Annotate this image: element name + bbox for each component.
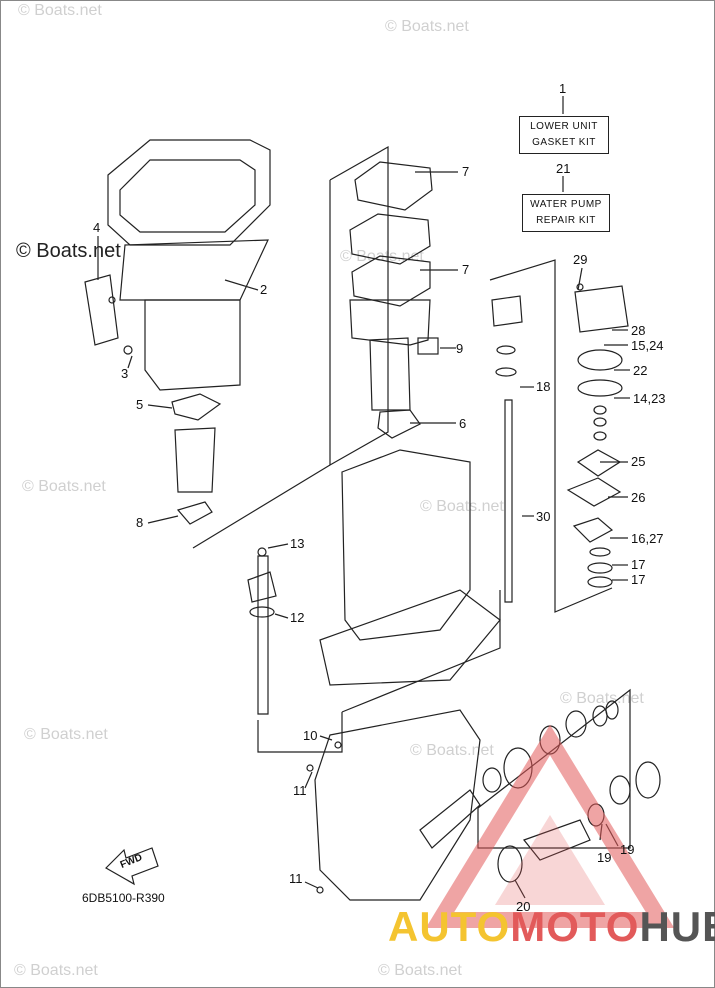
watermark: © Boats.net [378,962,462,979]
callout: 3 [121,366,129,381]
automotohub-logo-icon [425,724,675,928]
watermark: © Boats.net [24,726,108,743]
callout: 20 [516,899,531,914]
callout: 18 [536,379,551,394]
watermark-main: © Boats.net [16,240,121,262]
callout: 5 [136,397,144,412]
callout: 8 [136,515,144,530]
watermark: © Boats.net [410,742,494,759]
callout: 6 [459,416,467,431]
callout: 7 [462,262,470,277]
watermark: © Boats.net [14,962,98,979]
callout: 28 [631,323,646,338]
kit-label-line: GASKET KIT [532,137,596,148]
callout: 10 [303,728,318,743]
callout: 4 [93,220,101,235]
callout: 21 [556,161,571,176]
kit-label-line: REPAIR KIT [536,215,596,226]
water-pump-repair-kit-label: WATER PUMP REPAIR KIT [522,194,610,232]
callout: 2 [260,282,268,297]
callout: 11 [293,783,307,798]
brand-logo-text: AUTOMOTOHUB [388,905,715,949]
kit-label-line: LOWER UNIT [530,121,598,132]
callout: 11 [289,871,303,886]
brand-part: MOTO [510,903,640,950]
callout: 1 [559,81,567,96]
kit-label-line: WATER PUMP [530,199,602,210]
callout: 9 [456,341,464,356]
watermark: © Boats.net [18,2,102,19]
brand-part: HUB [639,903,715,950]
callout: 25 [631,454,646,469]
lower-unit-gasket-kit-label: LOWER UNIT GASKET KIT [519,116,609,154]
watermark: © Boats.net [420,498,504,515]
callout: 26 [631,490,646,505]
callout: 12 [290,610,305,625]
watermark: © Boats.net [385,18,469,35]
callout: 13 [290,536,305,551]
callout: 16,27 [631,531,664,546]
callout: 30 [536,509,551,524]
brand-part: AUTO [388,903,511,950]
callout: 19 [620,842,635,857]
callout: 17 [631,572,646,587]
diagram-code: 6DB5100-R390 [82,891,165,905]
callout: 7 [462,164,470,179]
callout: 14,23 [633,391,666,406]
callout: 19 [597,850,612,865]
callout: 22 [633,363,648,378]
callout: 15,24 [631,338,664,353]
callout: 29 [573,252,588,267]
fwd-arrow-icon [105,847,159,886]
watermark: © Boats.net [560,690,644,707]
callout: 17 [631,557,646,572]
watermark: © Boats.net [22,478,106,495]
